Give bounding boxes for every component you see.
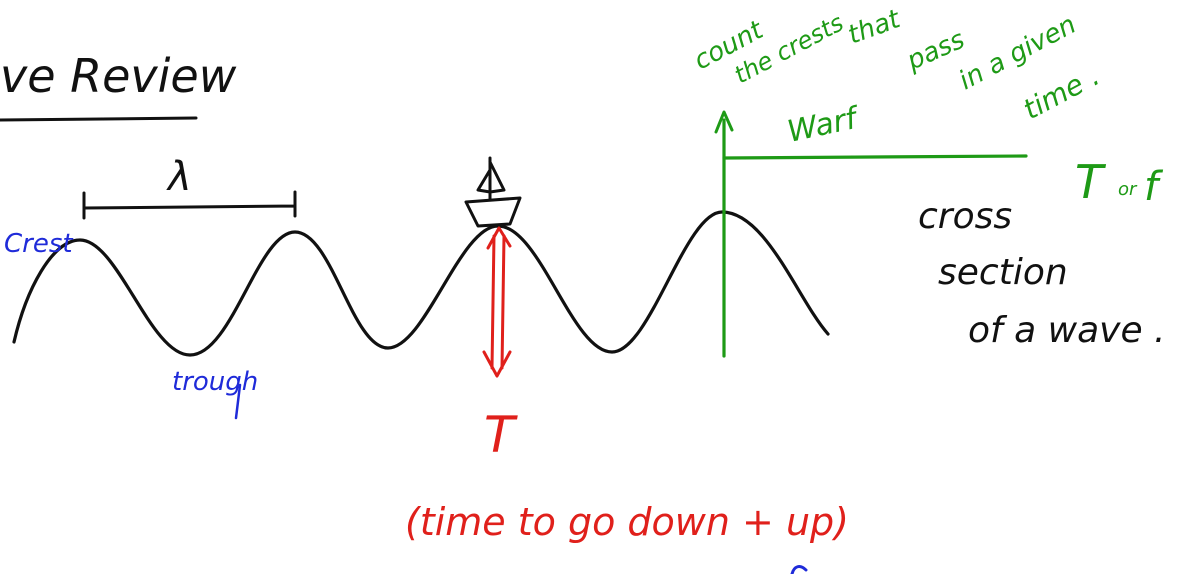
frequency-axis-label: Warf — [784, 100, 863, 150]
wavelength-label: λ — [166, 154, 192, 200]
period-symbol: T — [484, 406, 518, 464]
sailboat-icon — [464, 156, 522, 228]
frequency-relation-or: or — [1118, 179, 1138, 200]
wavelength-bracket — [82, 190, 297, 220]
cross-section-line-1: cross — [918, 196, 1012, 237]
wave-curve — [12, 210, 830, 357]
trough-label: trough — [172, 367, 258, 397]
title-underline — [0, 116, 198, 122]
frequency-note-3: that — [844, 4, 905, 51]
blue-ink-fragment — [790, 565, 808, 576]
frequency-marker — [714, 110, 1028, 358]
trough-label-tail — [234, 383, 242, 420]
frequency-relation-t: T — [1075, 155, 1107, 209]
frequency-relation-f: f — [1144, 164, 1164, 210]
period-arrow — [482, 226, 512, 378]
cross-section-line-3: of a wave . — [968, 310, 1166, 351]
crest-label: Crest — [4, 229, 73, 259]
cross-section-line-2: section — [938, 252, 1068, 293]
page-title: ve Review — [0, 49, 237, 103]
period-description: (time to go down + up) — [405, 500, 849, 544]
frequency-note-6: time . — [1018, 59, 1105, 126]
